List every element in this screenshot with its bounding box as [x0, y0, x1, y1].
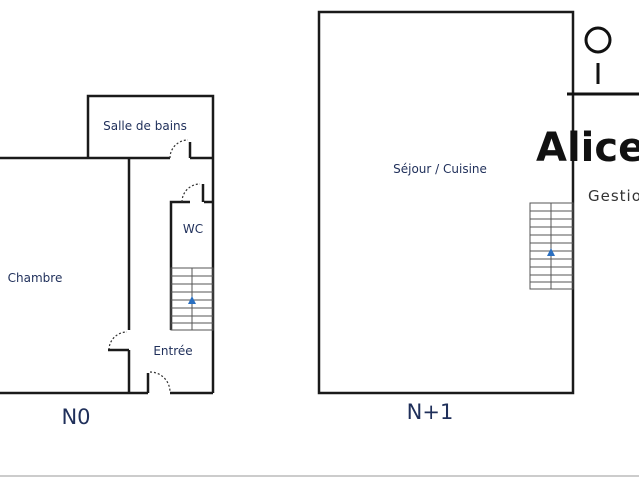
stair-arrow-icon [547, 248, 555, 256]
room-label: Chambre [8, 271, 63, 285]
level-0-plan: Salle de bains WC Chambre Entrée N0 [0, 94, 215, 429]
stairs-level-0 [170, 267, 214, 331]
level-1-plan: Séjour / Cuisine N+1 [317, 10, 575, 424]
room-label: Entrée [153, 344, 192, 358]
brand-name: Alice [536, 125, 639, 171]
room-label: Salle de bains [103, 119, 187, 133]
room-label: Séjour / Cuisine [393, 162, 487, 176]
bathroom-door [169, 139, 189, 159]
level-label: N+1 [407, 400, 454, 424]
brand-tagline: Gestio [588, 187, 639, 205]
level-label: N0 [61, 405, 90, 429]
room-label: WC [183, 222, 203, 236]
stairs-level-1 [529, 202, 574, 290]
stair-arrow-icon [188, 296, 196, 304]
bedroom-door [108, 331, 128, 351]
bathroom-walls [86, 94, 215, 158]
wc-door [181, 183, 201, 203]
entrance-door [149, 371, 171, 393]
brand-logo: Alice Gestio [536, 26, 639, 205]
